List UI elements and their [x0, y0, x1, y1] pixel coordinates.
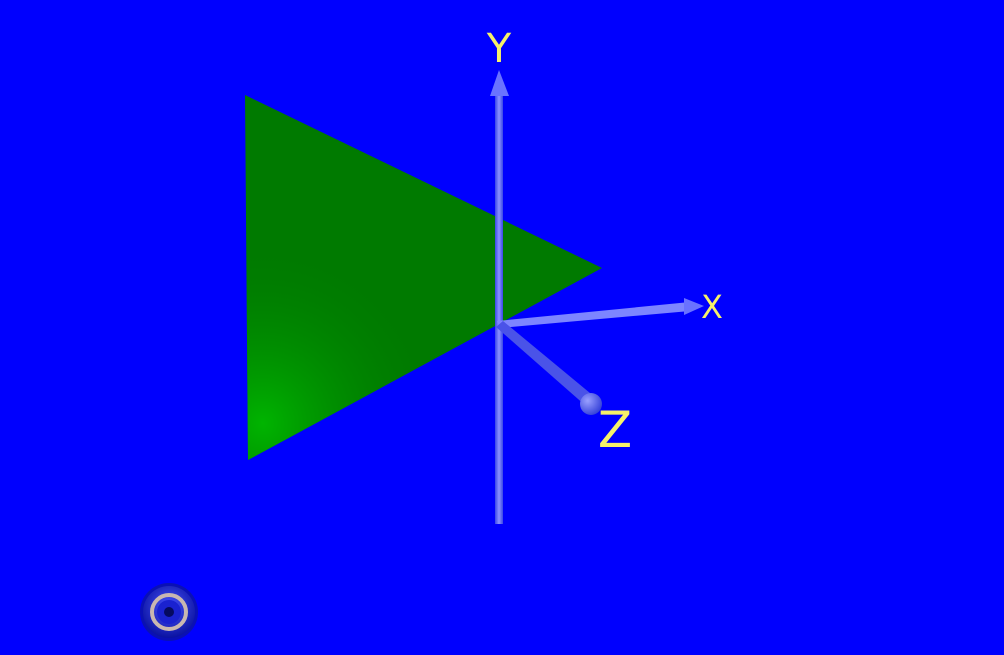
z-axis-arrow — [580, 393, 602, 415]
cone-shape[interactable] — [245, 95, 602, 460]
x-axis: X — [497, 288, 723, 328]
x-axis-label: X — [701, 288, 723, 326]
z-axis-shaft — [496, 321, 596, 406]
x-axis-arrow — [684, 298, 704, 315]
x-axis-shaft — [497, 302, 690, 328]
navigation-mode-button[interactable] — [139, 582, 199, 642]
z-axis: Z — [496, 321, 632, 459]
z-axis-label: Z — [598, 401, 632, 459]
y-axis-arrow — [490, 70, 509, 96]
y-axis: Y — [486, 26, 512, 524]
y-axis-shaft — [495, 92, 503, 524]
cone-shading — [245, 95, 602, 460]
target-icon — [140, 583, 198, 641]
y-axis-label: Y — [486, 26, 512, 72]
